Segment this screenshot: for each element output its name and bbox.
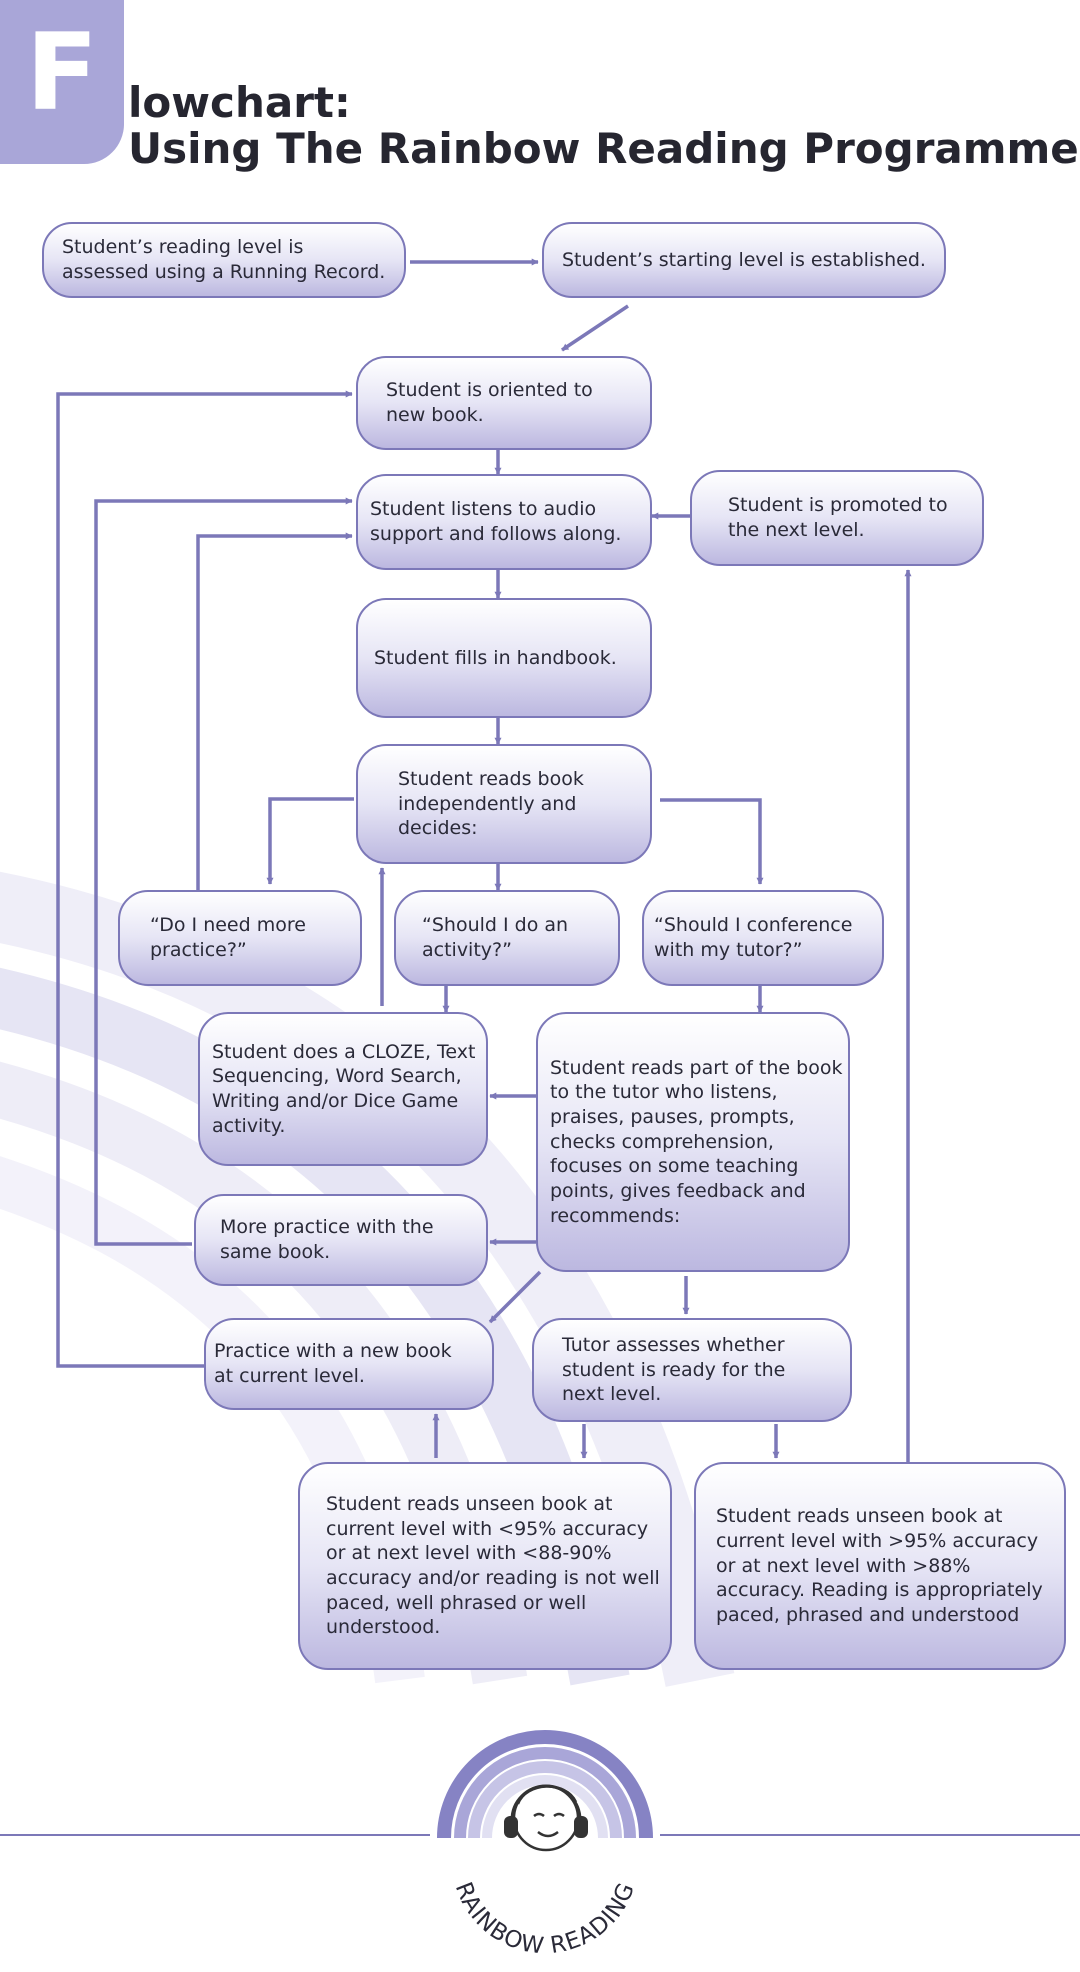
node-reads-independently: Student reads book independently and dec… xyxy=(356,744,652,864)
title-line-1: lowchart: xyxy=(128,78,351,127)
logo-text: RAINBOW READING xyxy=(450,1879,641,1960)
node-more-practice-same-book: More practice with the same book. xyxy=(194,1194,488,1286)
node-promoted: Student is promoted to the next level. xyxy=(690,470,984,566)
node-listens-audio: Student listens to audio support and fol… xyxy=(356,474,652,570)
arrow-more-practice-same-to-listens xyxy=(94,497,353,1246)
node-reads-to-tutor: Student reads part of the book to the tu… xyxy=(536,1012,850,1272)
node-oriented-to-book: Student is oriented to new book. xyxy=(356,356,652,450)
title-letter-box: F xyxy=(0,0,124,164)
node-assess-reading-level: Student’s reading level is assessed usin… xyxy=(42,222,406,298)
arrow-practice-new-book-to-oriented xyxy=(56,390,353,1368)
title-line-2: Using The Rainbow Reading Programme xyxy=(128,124,1079,173)
footer-rule-left xyxy=(0,1834,430,1836)
arrow-reads-to-more-practice-q xyxy=(266,797,354,885)
node-conference-question: “Should I conference with my tutor?” xyxy=(642,890,884,986)
node-fills-handbook: Student fills in handbook. xyxy=(356,598,652,718)
node-tutor-assesses: Tutor assesses whether student is ready … xyxy=(532,1318,852,1422)
arrow-reads-to-conference-q xyxy=(660,798,764,885)
arrow-starting-to-oriented xyxy=(561,304,629,352)
node-practice-new-book: Practice with a new book at current leve… xyxy=(204,1318,494,1410)
footer-rule-right xyxy=(660,1834,1080,1836)
headphones-icon xyxy=(504,1784,588,1838)
arrow-reads-to-tutor-to-practice-new-book xyxy=(488,1270,542,1324)
node-does-activity: Student does a CLOZE, Text Sequencing, W… xyxy=(198,1012,488,1166)
node-activity-question: “Should I do an activity?” xyxy=(394,890,620,986)
node-below-level-result: Student reads unseen book at current lev… xyxy=(298,1462,672,1670)
node-above-level-result: Student reads unseen book at current lev… xyxy=(694,1462,1066,1670)
svg-text:RAINBOW READING: RAINBOW READING xyxy=(450,1879,641,1960)
arrow-more-practice-q-to-listens xyxy=(196,532,353,890)
logo-text-label: RAINBOW READING xyxy=(450,1879,640,1960)
node-starting-level: Student’s starting level is established. xyxy=(542,222,946,298)
title-letter: F xyxy=(25,11,99,134)
rainbow-reading-logo xyxy=(437,1730,653,1852)
node-more-practice-question: “Do I need more practice?” xyxy=(118,890,362,986)
